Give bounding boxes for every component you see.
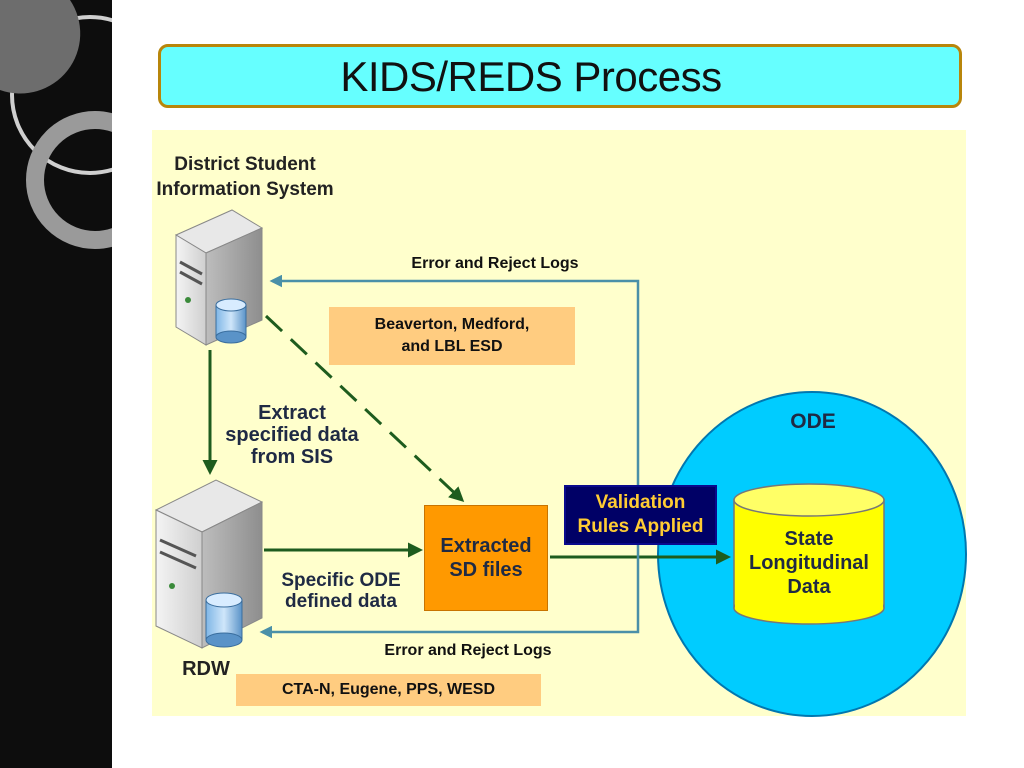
sis-server-icon: [174, 209, 264, 346]
rdw-server-icon: [154, 479, 264, 649]
arrow-sis-to-extracted-dashed: [264, 314, 465, 503]
rdw-label: RDW: [182, 658, 230, 680]
error-logs-top-label: Error and Reject Logs: [411, 255, 579, 272]
validation-rules-box: Validation Rules Applied: [564, 485, 717, 545]
state-data-label: State Longitudinal Data: [749, 528, 869, 598]
title-banner: KIDS/REDS Process: [158, 44, 962, 108]
extracted-sd-files-box: Extracted SD files: [424, 505, 548, 611]
state-data-cylinder: [733, 483, 885, 625]
error-log-path-top: [269, 274, 640, 545]
left-decorative-strip: [0, 0, 112, 768]
note-cta-eugene: CTA-N, Eugene, PPS, WESD: [236, 674, 541, 706]
page-title: KIDS/REDS Process: [340, 53, 722, 100]
note-beaverton-medford: Beaverton, Medford, and LBL ESD: [329, 307, 575, 365]
decorative-rings-icon: [0, 0, 112, 249]
specific-ode-label: Specific ODE defined data: [281, 570, 401, 612]
extract-label: Extract specified data from SIS: [225, 402, 359, 468]
sis-label: District Student Information System: [156, 154, 334, 200]
error-logs-bottom-label: Error and Reject Logs: [384, 642, 552, 659]
ode-label: ODE: [790, 410, 836, 433]
error-log-path-bottom: [259, 545, 640, 639]
